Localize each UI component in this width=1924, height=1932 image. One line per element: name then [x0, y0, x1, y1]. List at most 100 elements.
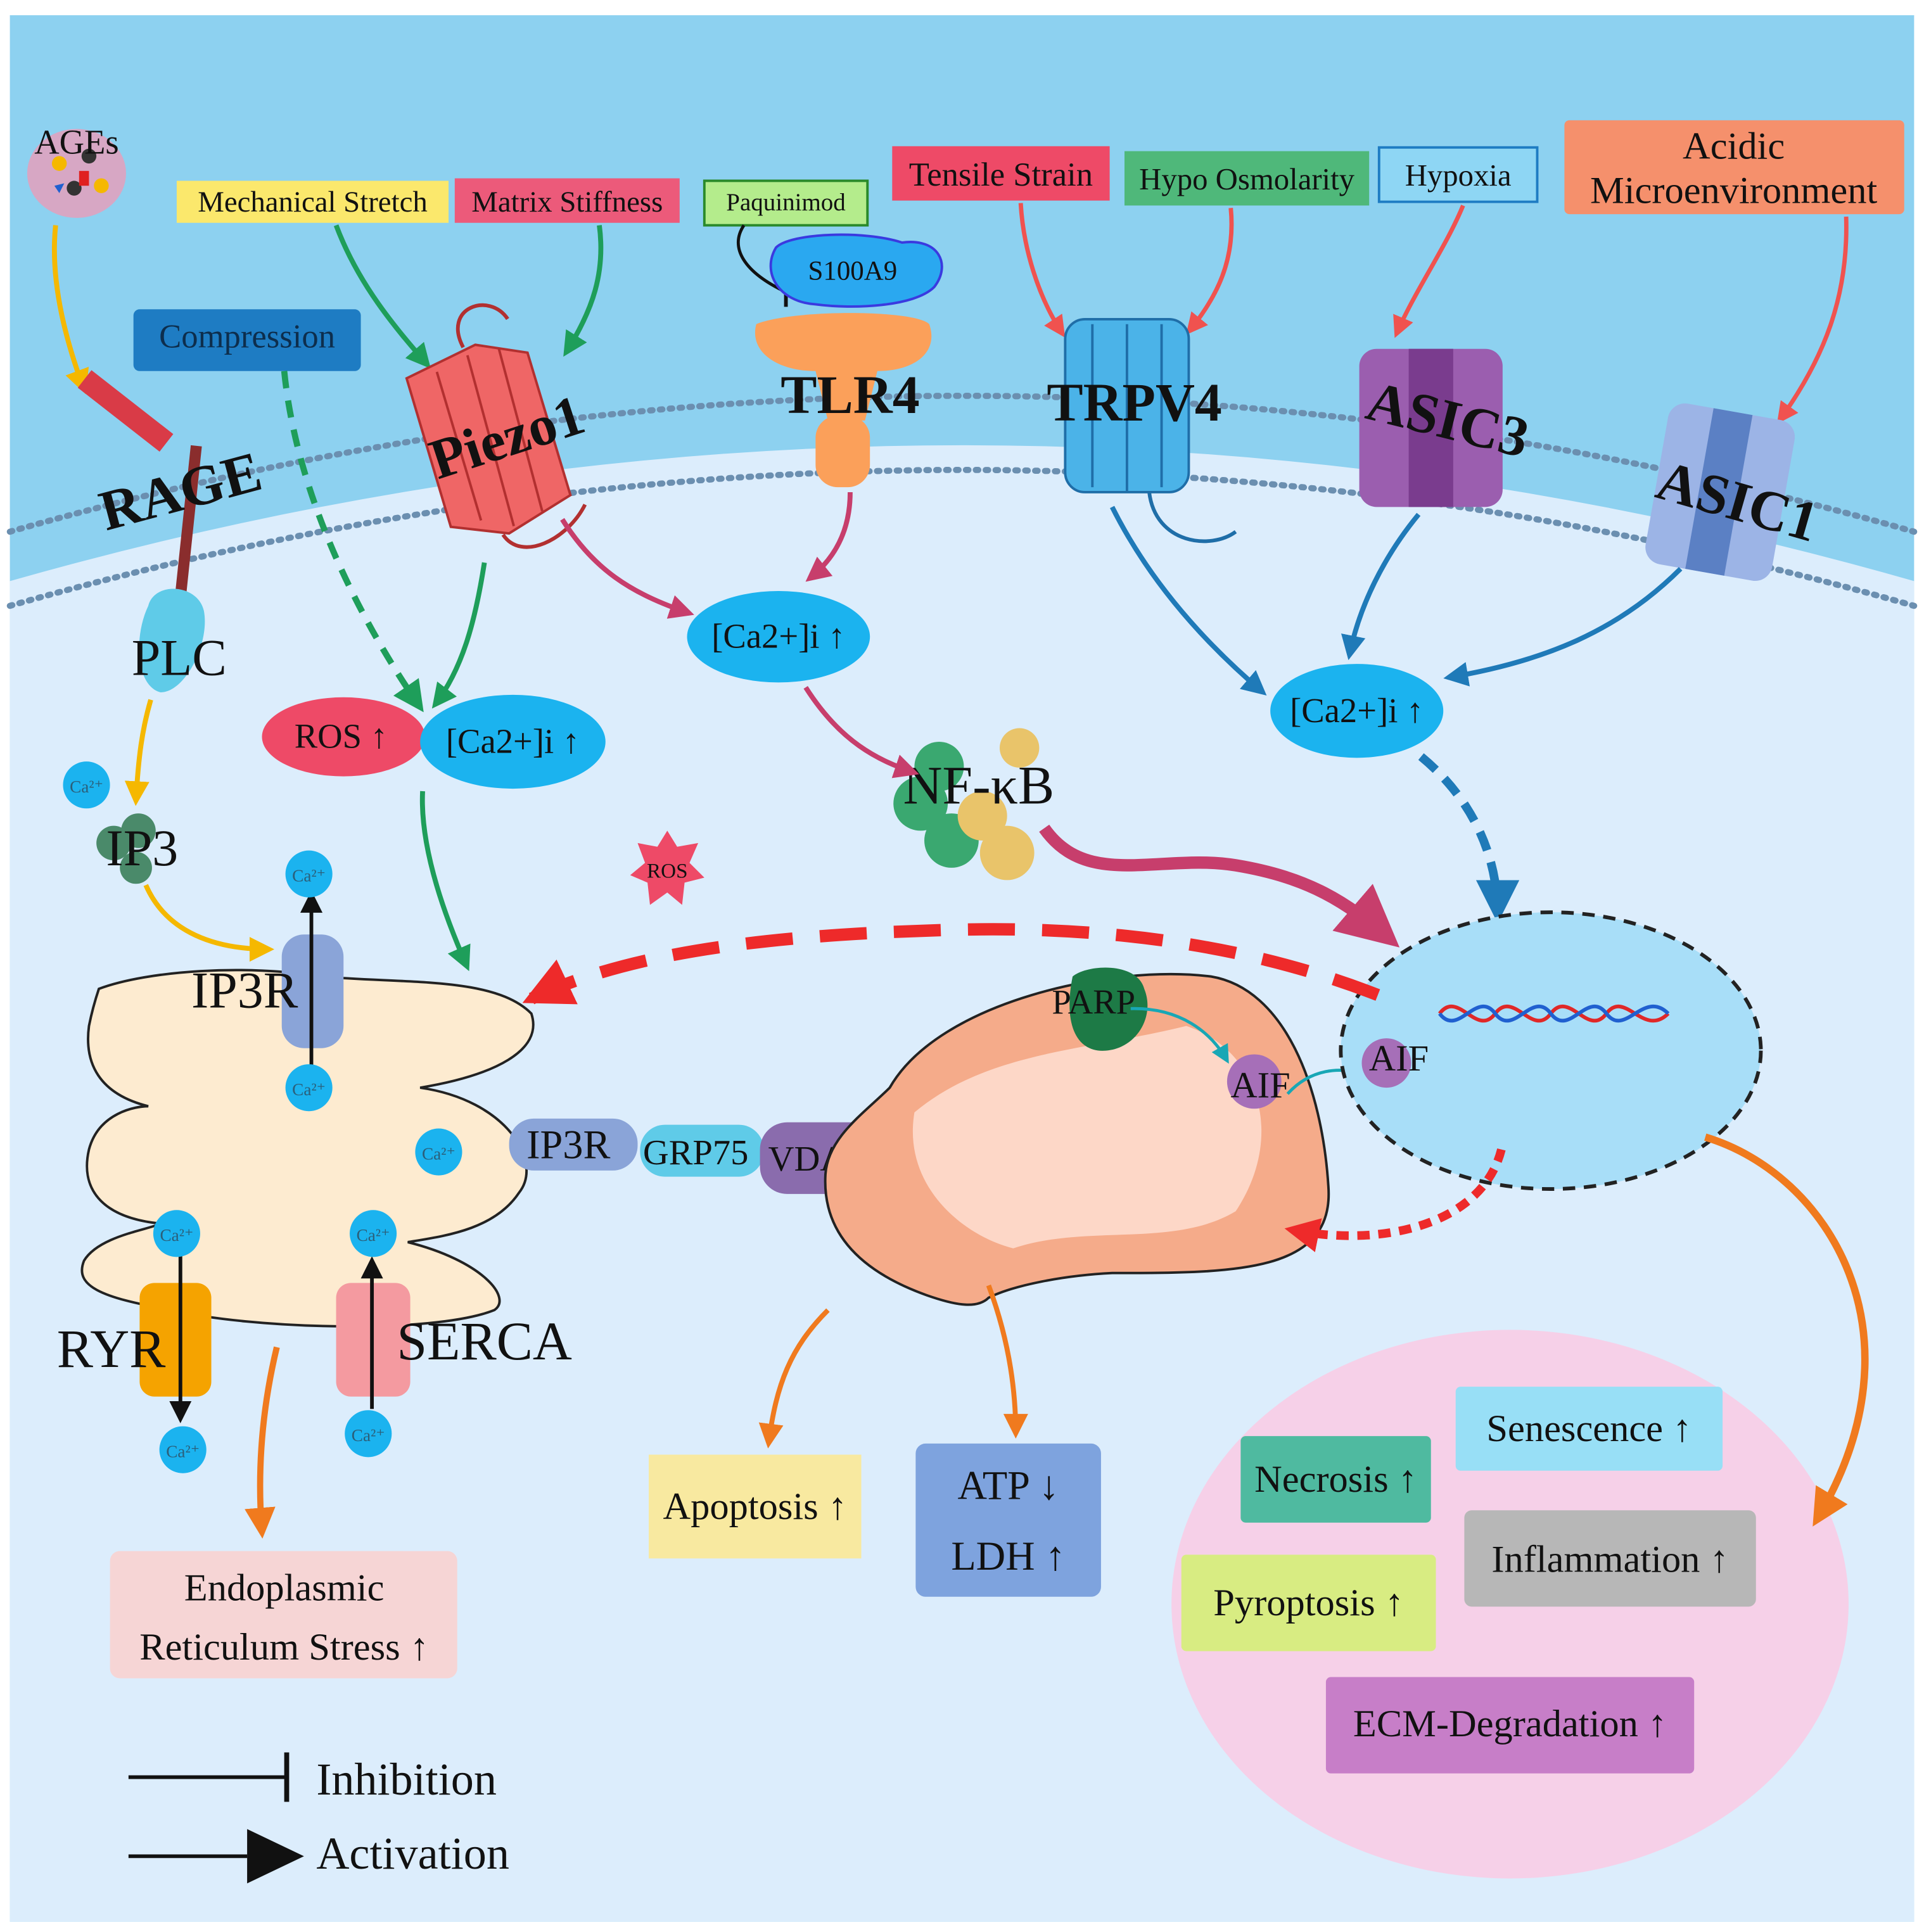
s100a9-label: S100A9: [808, 256, 898, 286]
parp-label: PARP: [1052, 982, 1135, 1021]
inflammation-label: Inflammation ↑: [1491, 1539, 1728, 1581]
arrow-mito-apoptosis: [758, 1308, 830, 1449]
pyroptosis-box: [1181, 1554, 1436, 1651]
ca-ion-label: Ca²⁺: [70, 777, 103, 796]
arrow-nucleus-outcomes: [1704, 1133, 1869, 1527]
nfkb-label: NF-κB: [903, 756, 1054, 816]
ca-ion-label: Ca²⁺: [357, 1226, 390, 1245]
ca-ion-label: Ca²⁺: [422, 1144, 456, 1163]
aif-mito: AIF: [1226, 1054, 1290, 1109]
paquinimod-box: [703, 179, 869, 227]
pyroptosis-label: Pyroptosis ↑: [1213, 1582, 1404, 1624]
arrow-tensile-trpv4: [1018, 203, 1066, 338]
arrow-stretch-piezo1: [333, 224, 431, 369]
arrow-piezo1-ca: [431, 562, 487, 709]
arrow-plc-ip3: [124, 699, 153, 806]
inflammation-box: [1464, 1510, 1756, 1607]
arrow-parp-aif: [1130, 1007, 1229, 1064]
arrow-tlr4-ca: [805, 492, 853, 582]
ecm-box: [1325, 1677, 1695, 1774]
ca-ion: [159, 1426, 207, 1473]
compression-label: Compression: [159, 319, 335, 355]
asic1-channel: ASIC1: [1645, 403, 1825, 582]
tensile-strain-box: [892, 146, 1110, 201]
ca-ion: [345, 1410, 392, 1458]
atp-label: ATP ↓: [957, 1463, 1059, 1508]
acidic-label-2: Microenvironment: [1590, 170, 1877, 212]
arrow-ca-er: [419, 791, 471, 972]
ip3-label: IP3: [106, 819, 178, 877]
arrow-tlr4ca-nfkb: [803, 686, 919, 779]
ca-ion: [153, 1210, 200, 1257]
ca-ion: [63, 761, 110, 809]
er-stress-label-1: Endoplasmic: [184, 1567, 385, 1610]
legend-activation-head: [247, 1829, 304, 1884]
arrow-nucleus-mito: [1284, 1148, 1506, 1252]
tensile-strain-label: Tensile Strain: [909, 156, 1093, 193]
ros-small-burst: ROS: [630, 830, 704, 905]
arrow-stiffness-piezo1: [563, 225, 604, 357]
mechanical-stretch-box: [176, 181, 449, 223]
serca-pump: SERCA: [336, 1256, 572, 1409]
membrane-inner: [6, 466, 1918, 609]
ca-ion-label: Ca²⁺: [292, 866, 326, 885]
paquinimod-label: Paquinimod: [726, 189, 846, 216]
ca-ion-label: Ca²⁺: [160, 1226, 193, 1245]
apoptosis-box: [649, 1454, 862, 1559]
atp-ldh-box: [915, 1443, 1101, 1597]
matrix-stiffness-box: [454, 178, 680, 223]
ryr-channel: RYR: [57, 1250, 212, 1423]
apoptosis-label: Apoptosis ↑: [663, 1485, 848, 1528]
ca-oval-tlr4: [687, 591, 870, 683]
ca-ion-label: Ca²⁺: [166, 1442, 200, 1461]
asic3-channel: ASIC3: [1359, 348, 1535, 507]
arrow-nucleus-er: [522, 923, 1380, 1005]
ros-oval-label: ROS ↑: [295, 717, 388, 756]
legend-activation-label: Activation: [316, 1828, 509, 1879]
arrow-acidic-asic1: [1776, 216, 1849, 424]
ages-stimulus: AGEs: [27, 123, 126, 218]
ip3-molecule: IP3: [96, 813, 178, 884]
compression-box: [133, 309, 361, 371]
legend-inhibition-label: Inhibition: [316, 1754, 497, 1805]
arrow-piezo1-tlr4ca: [560, 518, 694, 619]
legend: Inhibition Activation: [128, 1752, 509, 1884]
arrow-compression-ca: [281, 371, 424, 713]
ca-ion: [350, 1210, 397, 1257]
trpv4-label: TRPV4: [1047, 372, 1222, 433]
ryr-label: RYR: [57, 1319, 166, 1379]
ca-asic-label: [Ca2+]i ↑: [1290, 691, 1424, 730]
ca-ion-label: Ca²⁺: [352, 1426, 385, 1445]
acidic-box: [1564, 120, 1904, 215]
inhibit-paquinimod-s100a9: [737, 224, 787, 294]
arrow-asic3-ca: [1341, 512, 1421, 661]
dna-helix: [1438, 1004, 1670, 1023]
s100a9-protein: S100A9: [769, 233, 943, 308]
ip3r-label: IP3R: [191, 961, 298, 1019]
arrow-mito-atp: [986, 1284, 1028, 1439]
hypoxia-box: [1377, 146, 1539, 203]
arrow-ip3-ip3r: [143, 884, 275, 962]
ip3r-channel: IP3R: [191, 890, 344, 1066]
ros-oval: [262, 697, 425, 777]
aif-nucleus-label: AIF: [1369, 1038, 1429, 1079]
aif-mito-label: AIF: [1230, 1065, 1290, 1106]
nucleus: [1339, 910, 1763, 1191]
trpv4-channel: TRPV4: [1047, 317, 1237, 543]
parp-enzyme: PARP: [1052, 967, 1148, 1051]
plc-enzyme: PLC: [132, 588, 227, 692]
matrix-stiffness-label: Matrix Stiffness: [471, 186, 663, 219]
ca-piezo-label: [Ca2+]i ↑: [446, 722, 580, 761]
ca-ion: [285, 850, 333, 898]
tlr4-receptor: TLR4: [755, 313, 932, 488]
arrow-ages-rage: [51, 225, 89, 395]
er-stress-label-2: Reticulum Stress ↑: [139, 1626, 429, 1668]
piezo1-channel: [405, 303, 587, 549]
hypo-osmolarity-label: Hypo Osmolarity: [1139, 162, 1354, 196]
mitochondrion-cristae: [912, 1026, 1262, 1249]
ca-oval-asic: [1270, 664, 1444, 758]
tlr4-label: TLR4: [780, 365, 919, 425]
senescence-box: [1455, 1387, 1723, 1471]
ecm-label: ECM-Degradation ↑: [1353, 1703, 1667, 1745]
